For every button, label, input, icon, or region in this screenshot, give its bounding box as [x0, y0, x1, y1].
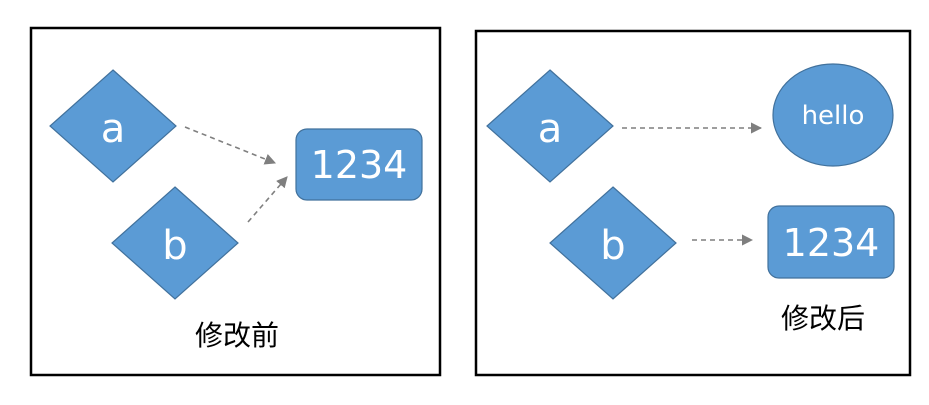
after-value-box-rect — [767, 205, 895, 279]
after-value-box-label: 1234 — [783, 221, 880, 265]
after-value-box: 1234 — [767, 205, 895, 279]
after-node-b: b — [549, 186, 677, 300]
after-hello-ellipse — [772, 63, 894, 167]
before-node-a: a — [49, 69, 177, 183]
before-caption: 修改前 — [195, 319, 279, 352]
before-arrow-b-to-value — [247, 176, 288, 223]
after-hello-circle: hello — [772, 63, 894, 167]
before-node-b: b — [111, 186, 239, 300]
before-node-b-label: b — [162, 223, 187, 269]
panel-after: a b hello 1234 修改后 — [474, 29, 912, 377]
after-hello-label: hello — [802, 101, 865, 131]
panel-before: a b 1234 修改前 — [29, 26, 442, 377]
after-node-a: a — [486, 69, 614, 183]
after-caption: 修改后 — [781, 302, 865, 335]
panel-after-frame — [474, 29, 912, 377]
before-value-box: 1234 — [295, 128, 423, 201]
before-value-box-rect — [295, 128, 423, 201]
before-arrow-a-to-value — [184, 126, 277, 165]
after-node-a-label: a — [538, 106, 563, 152]
before-node-a-label: a — [101, 106, 126, 152]
after-node-b-label: b — [600, 223, 625, 269]
after-node-b-diamond — [549, 186, 677, 300]
before-node-a-diamond — [49, 69, 177, 183]
before-value-box-label: 1234 — [311, 143, 408, 187]
panel-before-frame — [29, 26, 442, 377]
after-node-a-diamond — [486, 69, 614, 183]
before-node-b-diamond — [111, 186, 239, 300]
